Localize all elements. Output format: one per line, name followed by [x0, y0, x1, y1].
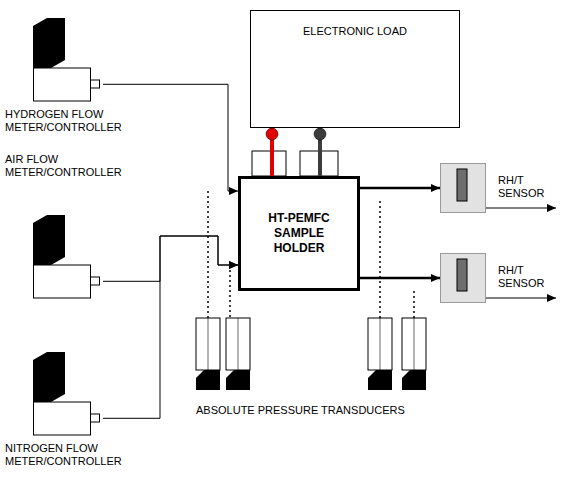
meter-icon	[33, 215, 103, 300]
load-label: ELECTRONIC LOAD	[257, 25, 453, 38]
load-box: ELECTRONIC LOAD	[250, 10, 460, 128]
terminal-tab	[252, 151, 286, 176]
outlet-line	[360, 277, 440, 280]
outlet-arrow	[486, 298, 556, 299]
device-label: HYDROGEN FLOW METER/CONTROLLER	[5, 108, 130, 134]
holder-label: HT-PEMFC SAMPLE HOLDER	[261, 211, 337, 256]
device-label: AIR FLOW METER/CONTROLLER	[5, 153, 130, 179]
gas-line	[103, 84, 238, 191]
sensor-label: RH/T SENSOR	[498, 264, 560, 290]
flow-controller: AIR FLOW METER/CONTROLLER	[33, 215, 103, 300]
group-label: ABSOLUTE PRESSURE TRANSDUCERS	[196, 404, 405, 417]
rh-t-sensor: RH/T SENSOR	[440, 253, 486, 303]
meter-icon	[33, 352, 103, 437]
pressure-transducers	[196, 318, 426, 390]
sensor-icon	[440, 253, 486, 303]
rh-t-sensor: RH/T SENSOR	[440, 163, 486, 213]
gas-line	[103, 236, 238, 418]
device-label: NITROGEN FLOW METER/CONTROLLER	[5, 442, 130, 468]
sensor-label: RH/T SENSOR	[498, 174, 560, 200]
sample-holder-box: HT-PEMFC SAMPLE HOLDER	[238, 176, 360, 291]
flow-controller: HYDROGEN FLOW METER/CONTROLLER	[33, 18, 103, 103]
sensor-icon	[440, 163, 486, 213]
terminal-dot	[266, 128, 278, 140]
outlet-line	[360, 187, 440, 190]
terminal-dot	[314, 128, 326, 140]
flow-controller: NITROGEN FLOW METER/CONTROLLER	[33, 352, 103, 437]
meter-icon	[33, 18, 103, 103]
outlet-arrow	[486, 208, 556, 209]
